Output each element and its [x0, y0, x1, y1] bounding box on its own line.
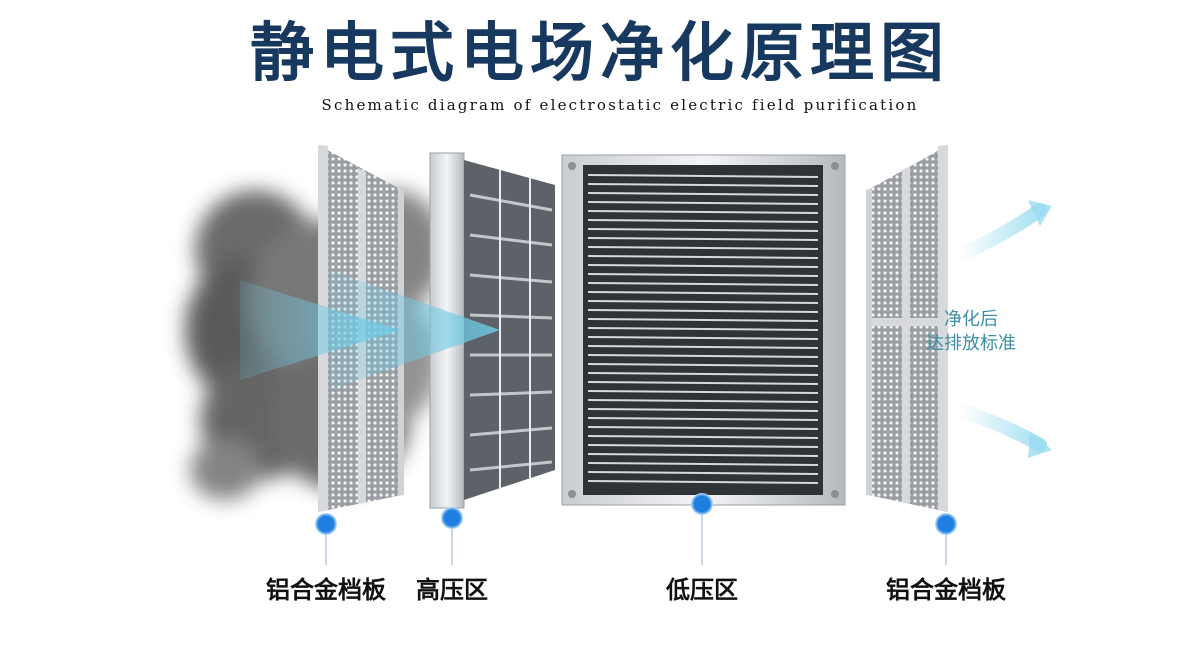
collector-fin [587, 309, 819, 313]
collector-fin [587, 435, 819, 439]
collector-fin [587, 183, 819, 187]
collector-fin [587, 372, 819, 376]
exhaust-standard-note: 净化后 达排放标准 [926, 308, 1016, 356]
collector-fin [587, 255, 819, 259]
inflow-arrows [240, 270, 500, 390]
collector-fin [587, 291, 819, 295]
collector-fin [587, 417, 819, 421]
collector-fin [587, 264, 819, 268]
collector-fin [587, 273, 819, 277]
collector-fin [587, 408, 819, 412]
subtitle: Schematic diagram of electrostatic elect… [321, 96, 919, 114]
collector-fin [587, 462, 819, 466]
collector-fin [587, 381, 819, 385]
marker-left-filter [315, 513, 337, 565]
collector-fin [587, 345, 819, 349]
marker-right-filter [935, 513, 957, 565]
outflow-arrows [953, 200, 1052, 458]
collector-fin [587, 219, 819, 223]
collector-fin [587, 237, 819, 241]
marker-high-voltage [441, 507, 463, 565]
label-left-aluminium-baffle: 铝合金档板 [266, 575, 386, 604]
low-voltage-module [561, 154, 846, 506]
label-low-voltage-zone: 低压区 [666, 575, 738, 604]
collector-fin [587, 471, 819, 475]
collector-fin [587, 363, 819, 367]
collector-fin [587, 444, 819, 448]
collector-fin [587, 336, 819, 340]
collector-fin [587, 192, 819, 196]
collector-fin [587, 390, 819, 394]
exhaust-note-line-2: 达排放标准 [926, 333, 1016, 354]
collector-fin [587, 480, 819, 484]
collector-fin [587, 300, 819, 304]
label-right-aluminium-baffle: 铝合金档板 [886, 575, 1006, 604]
collector-fin [587, 327, 819, 331]
collector-fin [587, 210, 819, 214]
collector-fin [587, 426, 819, 430]
collector-fin [587, 201, 819, 205]
collector-fin [587, 318, 819, 322]
right-filter-panel [866, 145, 948, 512]
exhaust-note-line-1: 净化后 [944, 309, 998, 330]
collector-fin [587, 282, 819, 286]
collector-fin [587, 246, 819, 250]
marker-low-voltage [691, 493, 713, 565]
collector-fin [587, 453, 819, 457]
label-high-voltage-zone: 高压区 [416, 575, 488, 604]
main-title: 静电式电场净化原理图 [250, 16, 950, 91]
collector-fin [587, 354, 819, 358]
collector-fin [587, 228, 819, 232]
collector-fin [587, 399, 819, 403]
collector-fin [587, 174, 819, 178]
